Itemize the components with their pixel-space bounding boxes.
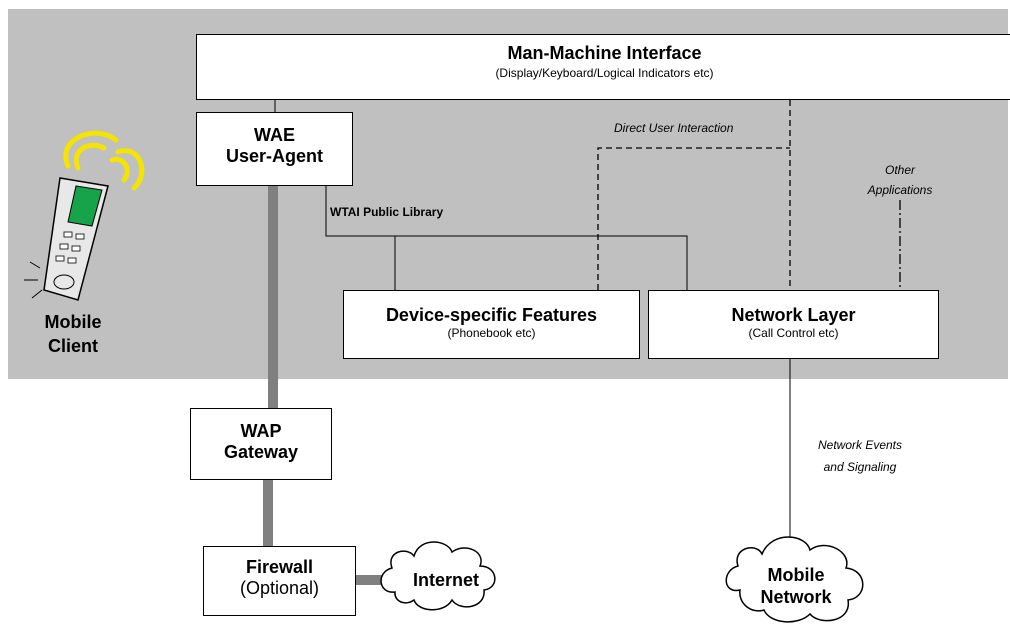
mmi-subtitle: (Display/Keyboard/Logical Indicators etc…: [495, 66, 714, 80]
wtai-label: WTAI Public Library: [330, 205, 444, 219]
network-layer-subtitle: (Call Control etc): [748, 326, 839, 340]
direct-user-interaction-path: [597, 147, 790, 290]
net-events-line1: Network Events: [817, 438, 903, 452]
wae-user-agent-box: WAE User-Agent: [196, 112, 353, 186]
wap-gateway-box: WAP Gateway: [190, 408, 332, 480]
mobile-client-line2: Client: [47, 336, 98, 356]
gateway-line1: WAP: [240, 421, 282, 441]
firewall-subtitle: (Optional): [239, 578, 320, 598]
cloud-icon: [380, 541, 496, 611]
cloud-icon: [725, 536, 864, 623]
mobile-network-line1: Mobile: [767, 565, 825, 585]
man-machine-interface-box: Man-Machine Interface (Display/Keyboard/…: [196, 34, 1010, 100]
wae-line2: User-Agent: [225, 146, 323, 166]
mobile-phone-icon: [24, 130, 145, 301]
mobile-client-label: Mobile Client: [18, 310, 128, 358]
firewall-title: Firewall: [245, 557, 314, 577]
other-apps-line2: Applications: [867, 183, 933, 197]
wae-line1: WAE: [253, 125, 295, 145]
internet-label: Internet: [412, 570, 479, 590]
network-events-label: Network Events and Signaling: [800, 434, 920, 478]
mobile-client-line1: Mobile: [44, 312, 102, 332]
wtai-bus: [325, 186, 688, 292]
network-layer-box: Network Layer (Call Control etc): [648, 290, 939, 359]
network-layer-title: Network Layer: [731, 305, 856, 325]
other-applications-label: Other Applications: [840, 160, 960, 200]
mobile-network-line2: Network: [760, 587, 832, 607]
mobile-network-label: Mobile Network: [736, 564, 856, 608]
mmi-title: Man-Machine Interface: [507, 43, 702, 63]
gateway-line2: Gateway: [223, 442, 299, 462]
device-subtitle: (Phonebook etc): [447, 326, 536, 340]
firewall-box: Firewall (Optional): [203, 546, 356, 616]
net-events-line2: and Signaling: [823, 460, 897, 474]
other-apps-line1: Other: [884, 163, 915, 177]
device-title: Device-specific Features: [385, 305, 598, 325]
direct-user-interaction-label: Direct User Interaction: [614, 121, 734, 135]
device-specific-features-box: Device-specific Features (Phonebook etc): [343, 290, 640, 359]
